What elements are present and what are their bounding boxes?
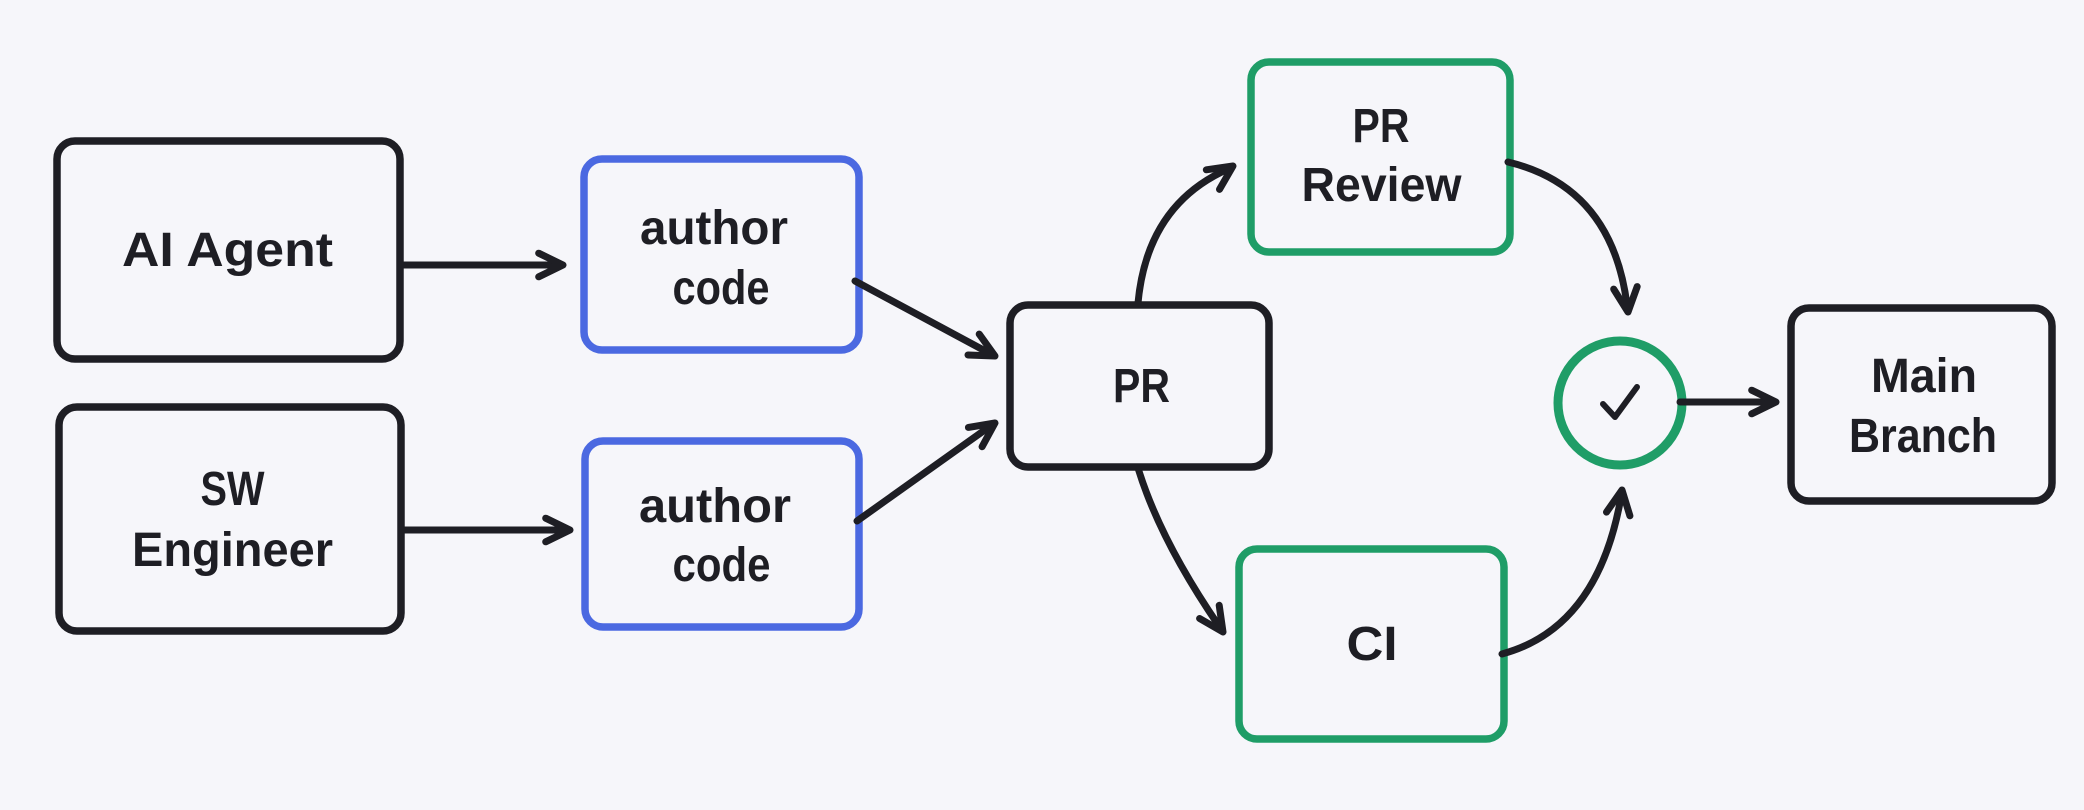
svg-text:PR: PR bbox=[1113, 360, 1170, 413]
svg-text:Engineer: Engineer bbox=[132, 524, 333, 577]
svg-text:PR: PR bbox=[1353, 100, 1410, 153]
svg-text:code: code bbox=[673, 262, 770, 315]
svg-text:SW: SW bbox=[201, 463, 266, 516]
svg-text:Main: Main bbox=[1871, 350, 1977, 403]
svg-text:code: code bbox=[673, 539, 771, 592]
svg-text:CI: CI bbox=[1347, 618, 1398, 671]
svg-text:Review: Review bbox=[1302, 159, 1463, 212]
svg-text:AI Agent: AI Agent bbox=[122, 224, 333, 277]
svg-text:Branch: Branch bbox=[1849, 410, 1997, 463]
svg-text:author: author bbox=[639, 480, 791, 533]
svg-text:author: author bbox=[640, 202, 788, 255]
